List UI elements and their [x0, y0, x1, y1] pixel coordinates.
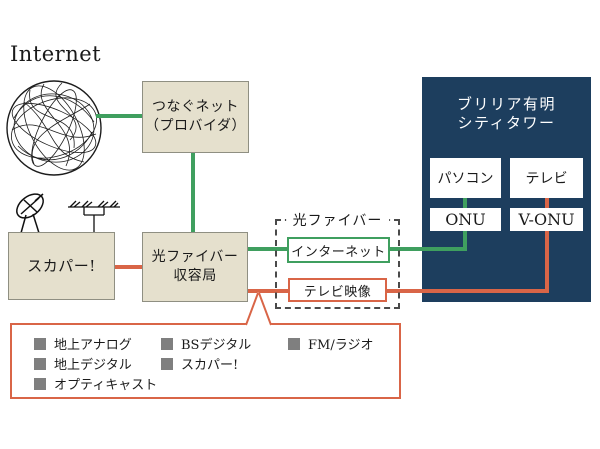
line-provider-to-station — [191, 152, 195, 234]
line-vonu-riser — [545, 198, 549, 293]
legend-label: FM/ラジオ — [308, 338, 374, 353]
pc-label: パソコン — [437, 171, 494, 187]
node-tv-line: テレビ映像 — [288, 278, 387, 302]
legend-column-3: FM/ラジオ — [288, 336, 373, 356]
building-title-line1: ブリリア有明 — [456, 95, 556, 113]
fiber-group: 光ファイバー — [275, 210, 400, 309]
legend-item: オプティキャスト — [34, 376, 157, 396]
legend-box: 地上アナログ 地上デジタル オプティキャスト BSデジタル スカパー! FM/ラ… — [10, 323, 401, 399]
square-bullet-icon — [161, 338, 173, 350]
onu-label: ONU — [445, 210, 486, 229]
node-internet-line: インターネット — [287, 237, 390, 263]
square-bullet-icon — [288, 338, 300, 350]
square-bullet-icon — [34, 378, 46, 390]
legend-column-1: 地上アナログ 地上デジタル オプティキャスト — [34, 336, 157, 396]
tv-label: テレビ — [525, 171, 568, 187]
legend-label: スカパー! — [181, 358, 239, 373]
legend-column-2: BSデジタル スカパー! — [161, 336, 251, 376]
node-pc: パソコン — [430, 158, 501, 198]
node-skyper: スカパー! — [8, 232, 115, 300]
legend-item: 地上アナログ — [34, 336, 157, 356]
node-provider: つなぐネット （プロバイダ） — [142, 81, 249, 153]
vonu-label: V-ONU — [518, 210, 575, 229]
legend-item: スカパー! — [161, 356, 251, 376]
provider-label-line2: （プロバイダ） — [145, 118, 246, 134]
legend-label: BSデジタル — [181, 338, 252, 353]
square-bullet-icon — [34, 338, 46, 350]
line-skyper-to-station — [114, 265, 143, 269]
tv-line-label: テレビ映像 — [303, 284, 372, 300]
building-title: ブリリア有明 シティタワー — [422, 95, 591, 133]
station-label-line2: 収容局 — [173, 268, 217, 284]
line-globe-to-provider — [96, 114, 143, 118]
square-bullet-icon — [161, 358, 173, 370]
callout-tail — [242, 292, 276, 326]
internet-line-label: インターネット — [291, 244, 386, 260]
satellite-dish-icon — [10, 191, 54, 235]
square-bullet-icon — [34, 358, 46, 370]
internet-label: Internet — [10, 42, 102, 66]
legend-item: BSデジタル — [161, 336, 251, 356]
legend-label: 地上アナログ — [54, 338, 132, 353]
provider-label-line1: つなぐネット — [152, 99, 239, 115]
globe-icon — [4, 78, 104, 178]
building-title-line2: シティタワー — [457, 114, 556, 132]
skyper-label: スカパー! — [27, 256, 96, 275]
node-fiber-station: 光ファイバー 収容局 — [142, 232, 248, 302]
fiber-group-label: 光ファイバー — [285, 210, 390, 230]
legend-item: 地上デジタル — [34, 356, 157, 376]
node-tv: テレビ — [510, 158, 583, 198]
node-vonu: V-ONU — [510, 208, 583, 231]
node-onu: ONU — [430, 208, 501, 231]
legend-label: 地上デジタル — [54, 358, 132, 373]
tv-antenna-icon — [67, 197, 121, 233]
legend-item: FM/ラジオ — [288, 336, 373, 356]
station-label-line1: 光ファイバー — [151, 249, 239, 265]
legend-label: オプティキャスト — [54, 378, 158, 393]
